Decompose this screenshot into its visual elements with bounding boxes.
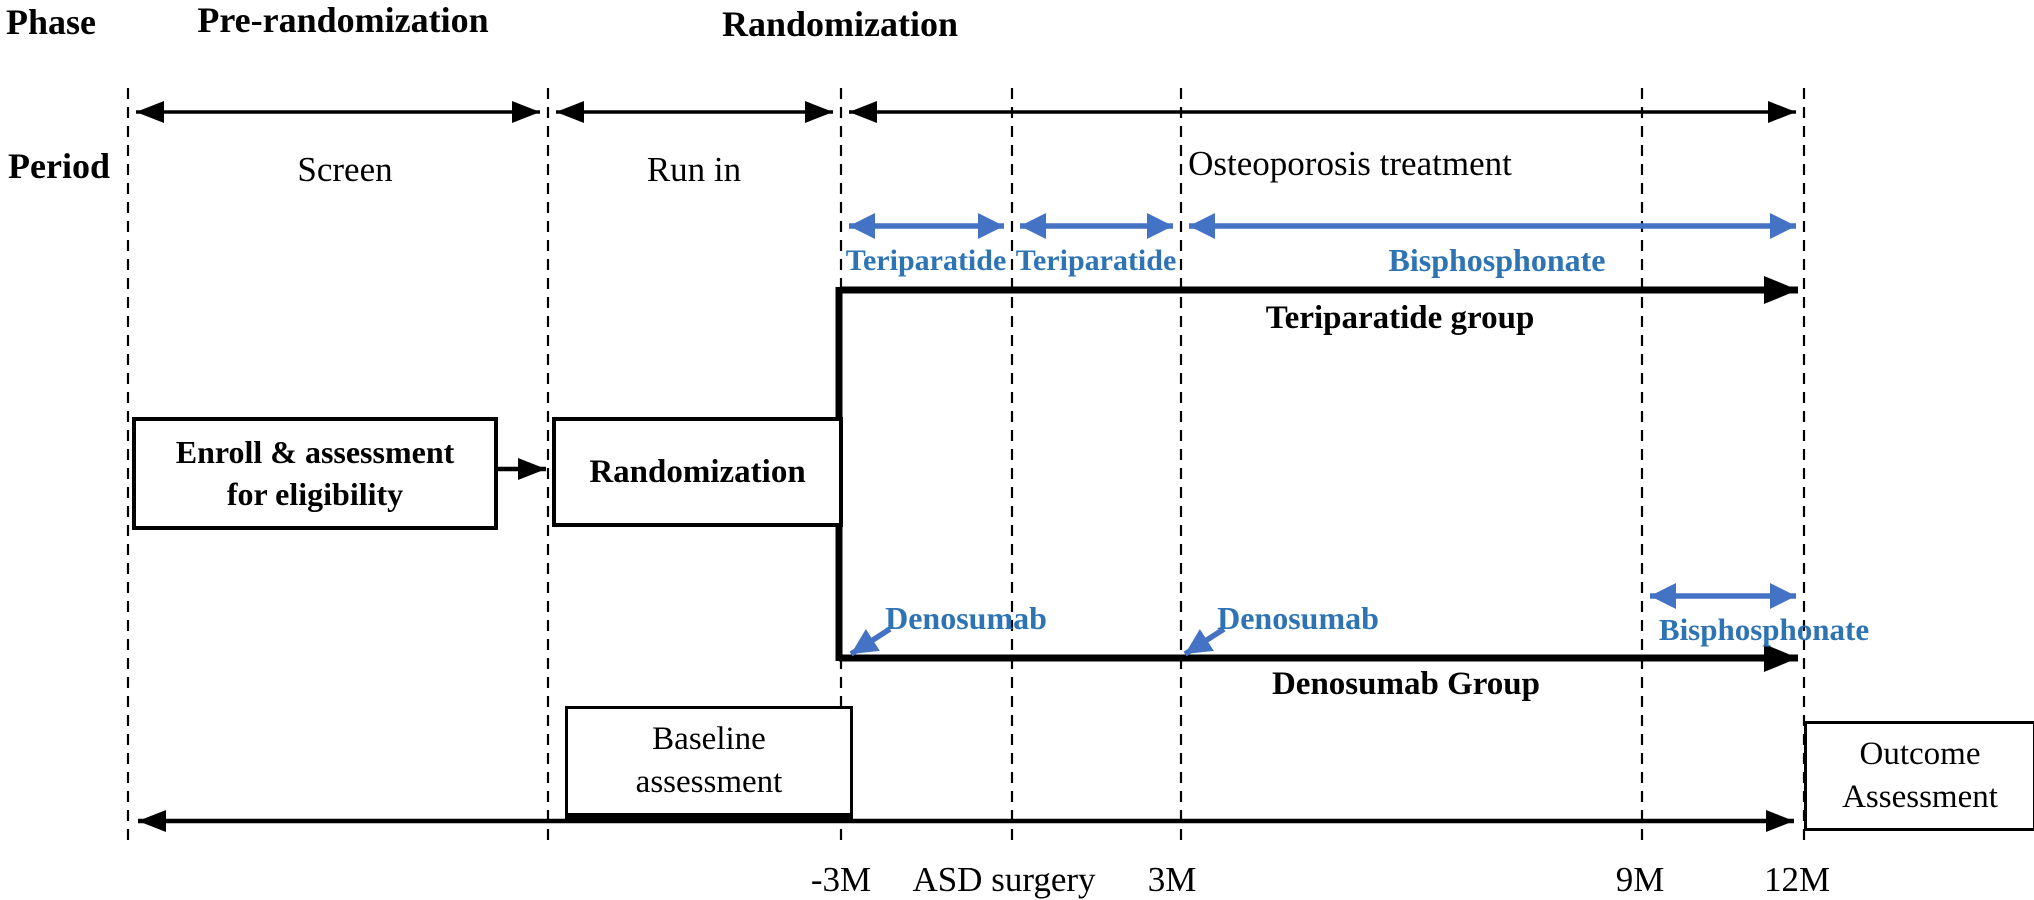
- phase-row-label: Phase: [6, 2, 96, 42]
- enroll-box-line1: Enroll & assessment: [175, 433, 455, 470]
- baseline-assessment-box: Baseline assessment: [565, 706, 853, 822]
- timeline-label-9m: 9M: [1615, 860, 1665, 899]
- outcome-box-line2: Assessment: [1842, 779, 1998, 815]
- denosumab-injection1-arrow: [849, 626, 892, 657]
- period-screen-label: Screen: [297, 150, 393, 189]
- timeline-label-3m: 3M: [1147, 860, 1197, 899]
- randomization-box: Randomization: [552, 417, 843, 527]
- randomization-box-label: Randomization: [589, 453, 806, 490]
- timeline-label-minus-3m: -3M: [810, 860, 872, 899]
- timeline-label-12m: 12M: [1763, 860, 1831, 899]
- denosumab-group-label: Denosumab Group: [1271, 666, 1541, 702]
- outcome-assessment-box: Outcome Assessment: [1804, 721, 2034, 831]
- period-run-in-label: Run in: [646, 150, 742, 189]
- denosumab-injection2-label: Denosumab: [1217, 600, 1379, 636]
- teriparatide-segment2-label: Teriparatide: [1015, 244, 1177, 277]
- period-row-label: Period: [8, 146, 110, 186]
- teriparatide-group-label: Teriparatide group: [1265, 300, 1535, 336]
- bisphosphonate-segment-label: Bisphosphonate: [1388, 242, 1606, 278]
- timeline-label-asd-surgery: ASD surgery: [912, 860, 1096, 899]
- denosumab-injection2-arrow: [1183, 626, 1226, 657]
- teriparatide-segment1-label: Teriparatide: [845, 244, 1007, 277]
- enroll-box-line2: for eligibility: [226, 475, 404, 512]
- baseline-box-line2: assessment: [635, 764, 783, 800]
- baseline-box-line1: Baseline: [652, 721, 766, 758]
- enroll-assessment-box: Enroll & assessment for eligibility: [132, 417, 498, 530]
- phase-randomization-label: Randomization: [721, 4, 959, 44]
- outcome-box-line1: Outcome: [1859, 736, 1981, 773]
- denosumab-bisphosphonate-label: Bisphosphonate: [1658, 612, 1870, 647]
- period-osteoporosis-treatment-label: Osteoporosis treatment: [1188, 144, 1512, 183]
- phase-pre-randomization-label: Pre-randomization: [197, 0, 489, 40]
- denosumab-injection1-label: Denosumab: [885, 600, 1047, 636]
